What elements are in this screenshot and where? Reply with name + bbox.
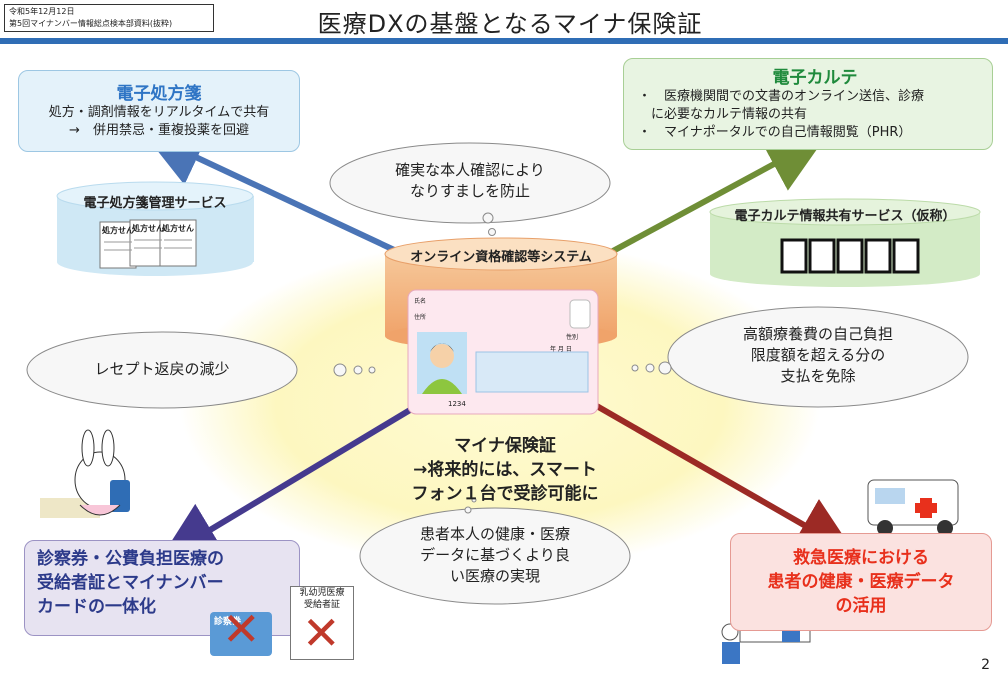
page-number: 2 — [981, 657, 990, 673]
card-number: 1234 — [448, 400, 466, 408]
card-caption-line2: →将来的には、スマート — [413, 460, 597, 480]
date-line: 令和5年12月12日 — [9, 7, 75, 16]
cloud-right — [631, 306, 969, 408]
cloud-top-line1: 確実な本人確認により — [395, 161, 545, 179]
e-prescription-service-label: 電子処方箋管理サービス — [83, 196, 227, 211]
cloud-bottom — [359, 497, 631, 605]
e-karte-service-label: 電子カルテ情報共有サービス（仮称） — [734, 209, 956, 224]
e-karte-line1: ・ 医療機関間での文書のオンライン送信、診療 — [638, 89, 925, 104]
emergency-box: 救急医療における 患者の健康・医療データ の活用 — [730, 533, 992, 631]
my-number-card — [407, 289, 599, 415]
recipient-certificate-icon: 乳幼児医療 受給者証 — [290, 586, 354, 660]
arrow-to-e-karte — [598, 135, 827, 261]
cross-mark-icon: ✕ — [222, 602, 261, 656]
cloud-left-text: レセプト返戻の減少 — [94, 360, 230, 378]
consultation-card-icon: 診察券 — [210, 612, 272, 656]
source-line: 第5回マイナンバー情報総点検本部資料(抜粋) — [9, 19, 173, 28]
documents-icon — [780, 238, 920, 274]
e-karte-title: 電子カルテ — [772, 68, 858, 88]
mascot-illustration — [40, 429, 130, 518]
e-karte-line3: ・ マイナポータルでの自己情報閲覧（PHR） — [638, 125, 912, 140]
consultation-card-label: 診察券 — [214, 617, 242, 627]
card-name-field: 氏名 — [414, 298, 427, 305]
cloud-top — [329, 142, 611, 236]
arrow-to-consult-card — [159, 407, 412, 561]
card-address-field: 住所 — [414, 314, 427, 321]
prescription-paper-label-3: 処方せん — [162, 224, 194, 233]
e-prescription-line1: 処方・調剤情報をリアルタイムで共有 — [48, 105, 270, 120]
cloud-bottom-line1: 患者本人の健康・医療 — [419, 525, 570, 543]
consult-card-line2: 受給者証とマイナンバー — [37, 573, 224, 593]
document-date-note: 令和5年12月12日 第5回マイナンバー情報総点検本部資料(抜粋) — [4, 4, 214, 32]
cloud-bottom-line3: い医療の実現 — [449, 567, 540, 585]
emergency-line1: 救急医療における — [793, 548, 929, 568]
cloud-right-line2: 限度額を超える分の — [750, 346, 886, 364]
arrow-to-emergency — [593, 402, 857, 555]
card-caption: マイナ保険証 →将来的には、スマート フォン１台で受診可能に — [365, 434, 645, 506]
e-prescription-box: 電子処方箋 処方・調剤情報をリアルタイムで共有 → 併用禁忌・重複投薬を回避 — [18, 70, 300, 152]
card-caption-line1: マイナ保険証 — [454, 436, 556, 456]
cloud-right-line3: 支払を免除 — [780, 367, 856, 385]
prescription-papers-icon — [99, 219, 197, 269]
cloud-right-line1: 高額療養費の自己負担 — [742, 325, 893, 343]
card-sex-field: 性別 — [566, 334, 579, 341]
e-prescription-line2: → 併用禁忌・重複投薬を回避 — [69, 123, 249, 138]
card-dob: 年 月 日 — [550, 346, 572, 353]
cloud-left — [26, 331, 376, 409]
emergency-line3: の活用 — [835, 596, 887, 616]
title-underline — [0, 38, 1008, 44]
ambulance-illustration — [867, 479, 959, 536]
cross-mark-icon-2: ✕ — [302, 606, 341, 660]
prescription-paper-label-1: 処方せん — [102, 226, 134, 235]
online-eligibility-system-label: オンライン資格確認等システム — [410, 250, 592, 265]
card-caption-line3: フォン１台で受診可能に — [411, 484, 599, 504]
cloud-top-text: 確実な本人確認により なりすましを防止 — [340, 160, 600, 202]
e-prescription-title: 電子処方箋 — [116, 84, 202, 104]
consult-card-line1: 診察券・公費負担医療の — [37, 549, 224, 569]
cloud-right-text: 高額療養費の自己負担 限度額を超える分の 支払を免除 — [680, 324, 956, 387]
prescription-paper-label-2: 処方せん — [132, 224, 164, 233]
cloud-top-line2: なりすましを防止 — [409, 182, 530, 200]
emergency-line2: 患者の健康・医療データ — [767, 572, 955, 592]
certificate-line2: 受給者証 — [303, 600, 340, 610]
consult-card-line3: カードの一体化 — [37, 597, 156, 617]
e-karte-box: 電子カルテ ・ 医療機関間での文書のオンライン送信、診療 に必要なカルテ情報の共… — [623, 58, 993, 150]
e-karte-line2: に必要なカルテ情報の共有 — [638, 107, 808, 122]
arrow-to-e-prescription — [142, 130, 407, 258]
page-title: 医療DXの基盤となるマイナ保険証 — [317, 10, 703, 38]
cloud-bottom-line2: データに基づくより良 — [420, 546, 570, 564]
cloud-bottom-text: 患者本人の健康・医療 データに基づくより良 い医療の実現 — [372, 524, 618, 587]
certificate-line1: 乳幼児医療 — [299, 588, 345, 598]
